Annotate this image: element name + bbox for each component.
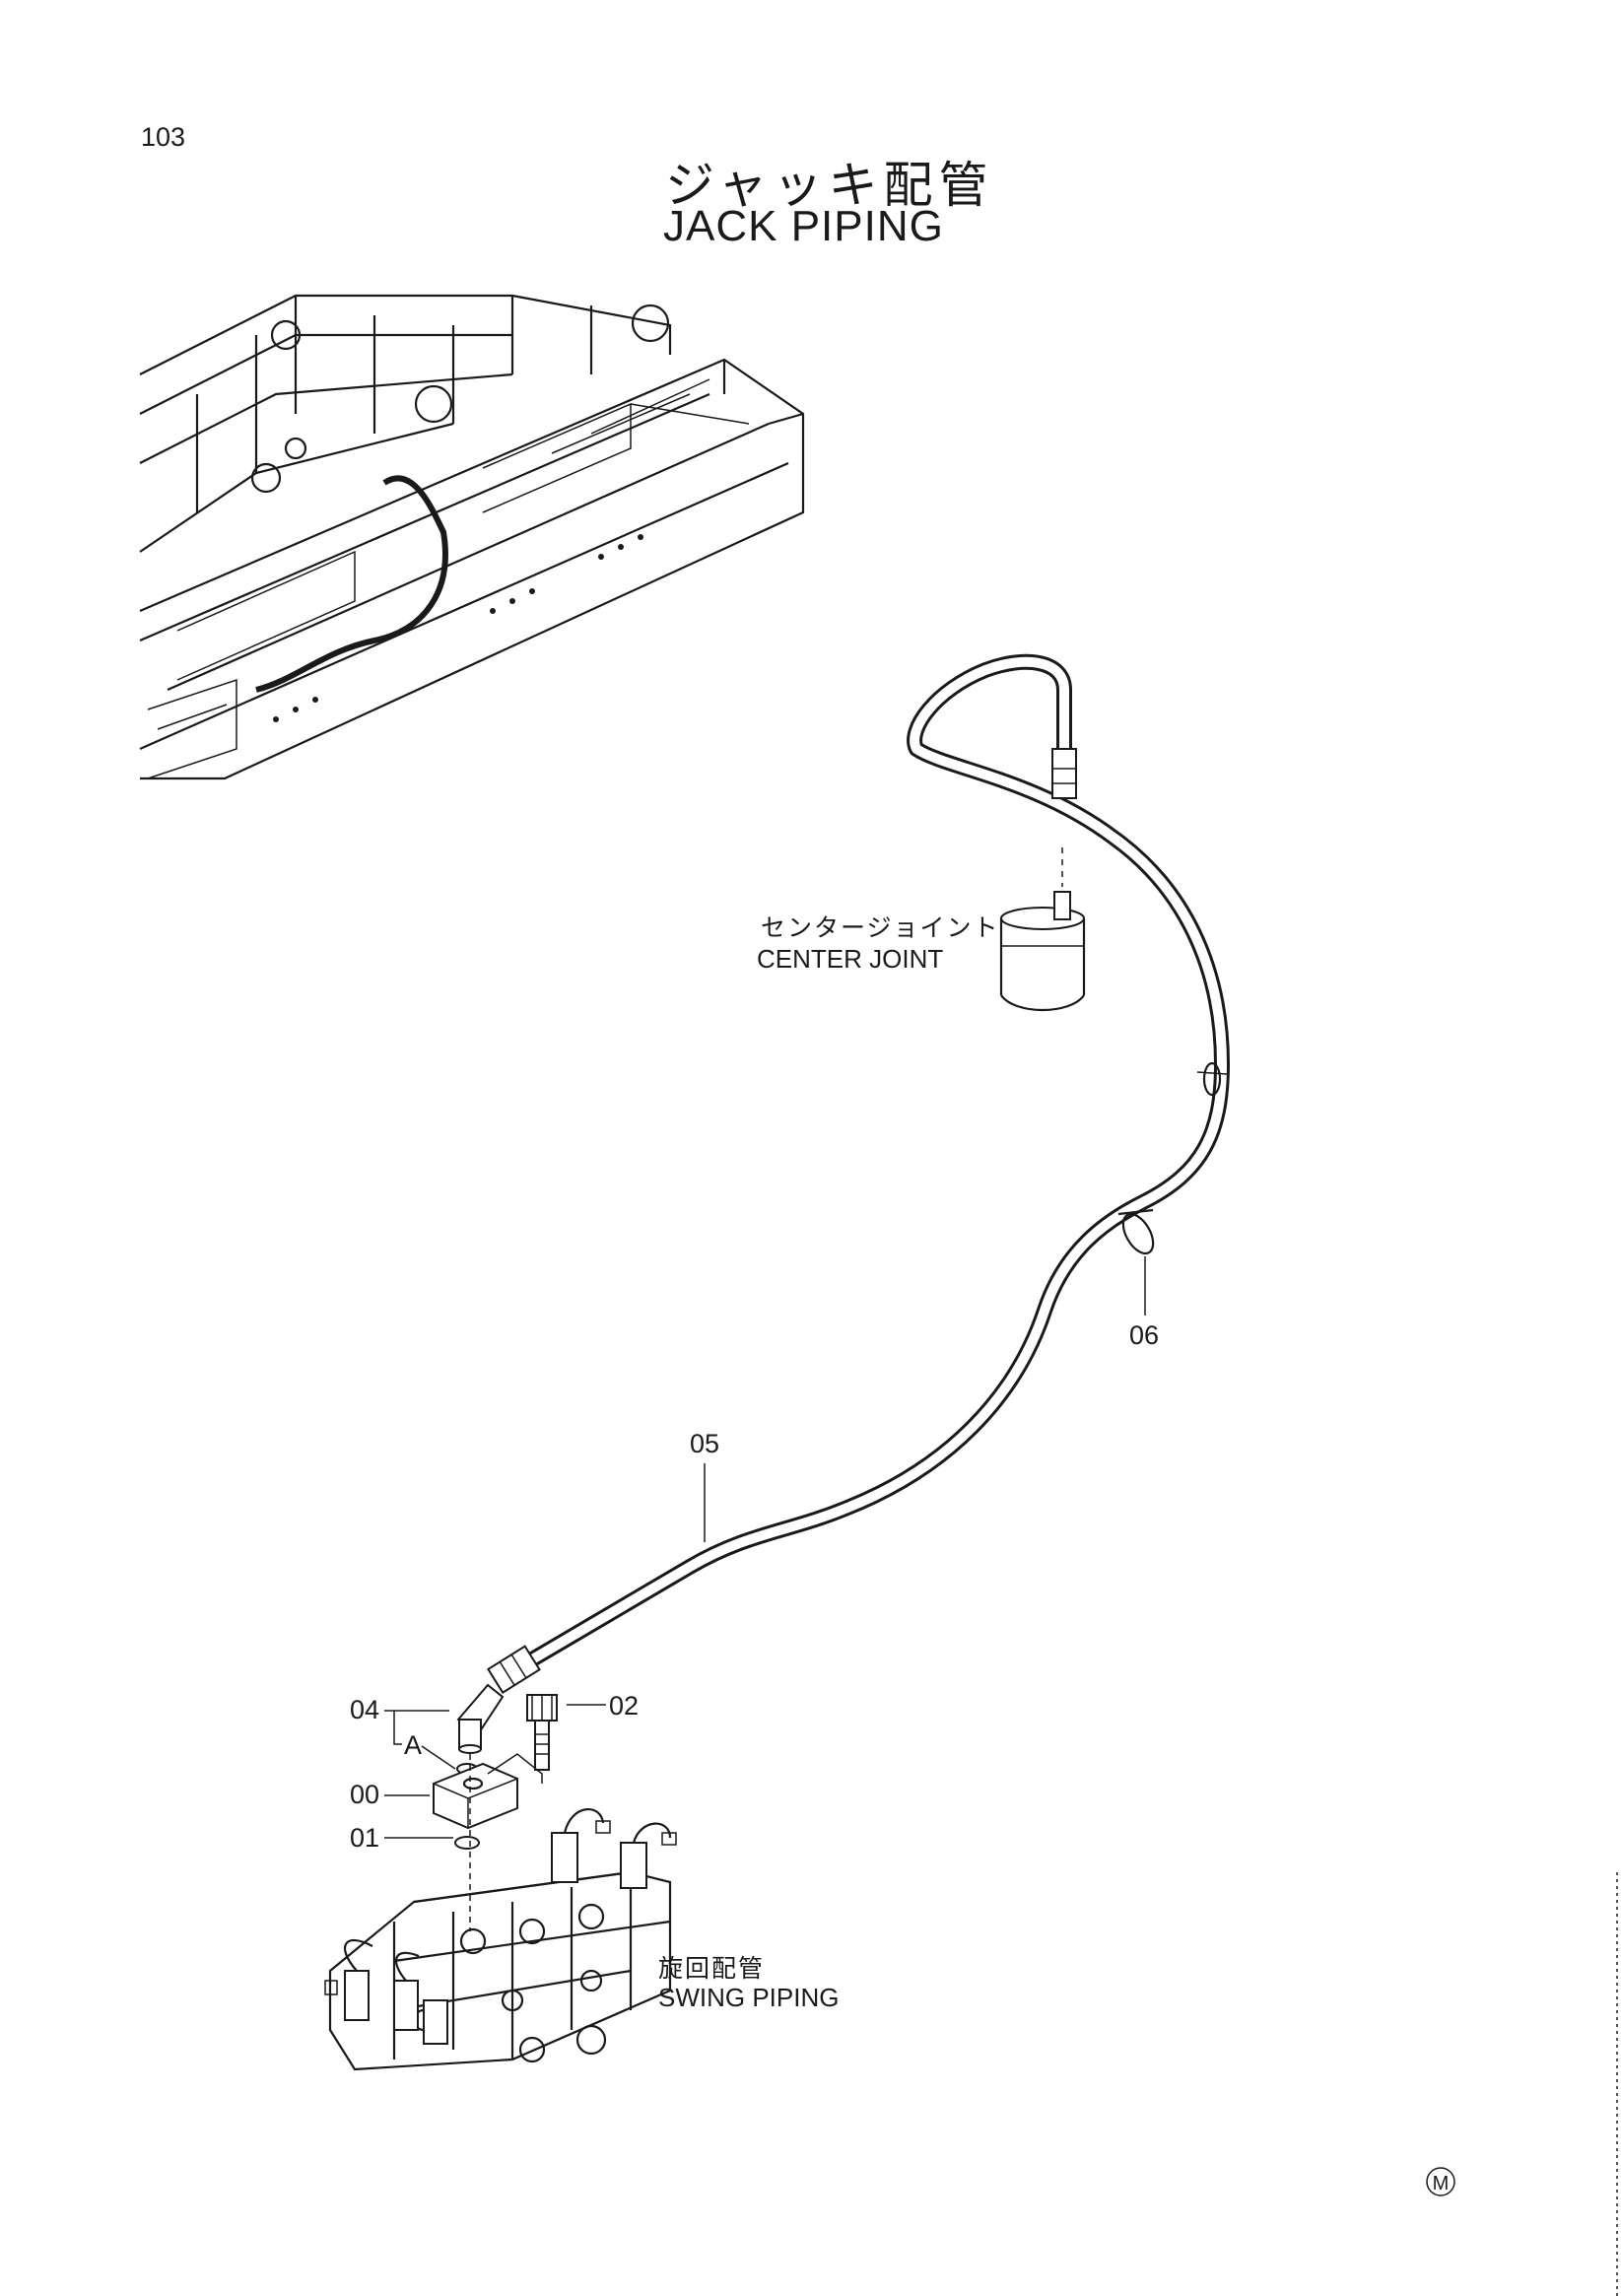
swing-piping-label-jp: 旋回配管 xyxy=(658,1954,766,1983)
center-joint-label-en: CENTER JOINT xyxy=(757,944,944,974)
callout-06: 06 xyxy=(1129,1320,1160,1350)
title-japanese: ジャッキ配管 xyxy=(665,157,994,214)
pipe-clamp xyxy=(1117,1061,1228,1316)
callout-04: 04 xyxy=(350,1695,380,1724)
center-joint-drawing xyxy=(999,847,1086,1011)
callout-05: 05 xyxy=(690,1429,720,1458)
page-number: 103 xyxy=(141,122,186,152)
swing-piping-label-en: SWING PIPING xyxy=(658,1983,840,2012)
callout-00: 00 xyxy=(350,1780,380,1809)
jack-pipe xyxy=(487,653,1230,1695)
center-joint-label-jp: センタージョイント xyxy=(761,913,1000,942)
callout-01: 01 xyxy=(350,1823,380,1853)
fittings-assembly xyxy=(384,1683,606,1931)
m-mark-circle xyxy=(1426,2167,1455,2196)
callout-02: 02 xyxy=(609,1691,640,1721)
title-english: JACK PIPING xyxy=(663,202,944,250)
undercarriage-frame-sketch xyxy=(139,294,805,780)
callout-a: A xyxy=(404,1730,423,1760)
m-mark: M xyxy=(1433,2173,1450,2195)
control-valve-drawing xyxy=(324,1807,677,2071)
